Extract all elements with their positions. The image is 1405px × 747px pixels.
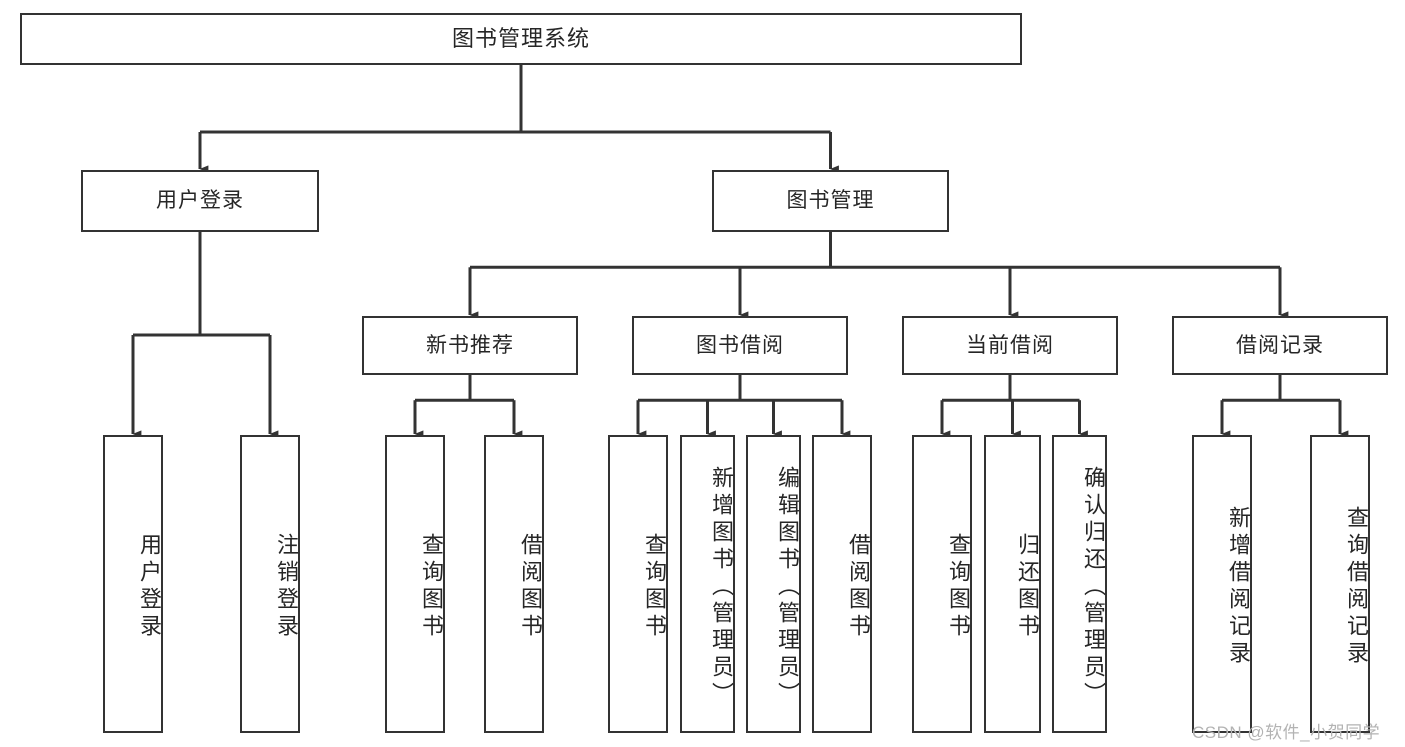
node-book-borrow[interactable]: 图书借阅 xyxy=(632,316,848,375)
node-leaf-borrow-book-1-label: 借阅图书 xyxy=(518,533,543,641)
node-leaf-query-book-3[interactable]: 查询图书 xyxy=(912,435,972,733)
node-book-manage[interactable]: 图书管理 xyxy=(712,170,949,232)
node-leaf-borrow-book-2[interactable]: 借阅图书 xyxy=(812,435,872,733)
node-leaf-borrow-book-2-label: 借阅图书 xyxy=(846,533,871,641)
node-borrow-record-label: 借阅记录 xyxy=(1236,333,1324,357)
node-book-borrow-label: 图书借阅 xyxy=(696,333,784,357)
node-leaf-query-book-2-label: 查询图书 xyxy=(642,533,667,641)
node-user-login-label: 用户登录 xyxy=(156,189,244,213)
node-new-book-recommend[interactable]: 新书推荐 xyxy=(362,316,578,375)
node-leaf-query-record-label: 查询借阅记录 xyxy=(1344,506,1369,668)
node-book-manage-label: 图书管理 xyxy=(786,189,875,213)
node-leaf-return-book[interactable]: 归还图书 xyxy=(984,435,1041,733)
node-leaf-query-book-1[interactable]: 查询图书 xyxy=(385,435,445,733)
node-current-borrow[interactable]: 当前借阅 xyxy=(902,316,1118,375)
node-leaf-edit-book-label: 编辑图书（管理员） xyxy=(775,465,800,709)
node-leaf-borrow-book-1[interactable]: 借阅图书 xyxy=(484,435,544,733)
node-leaf-confirm-return[interactable]: 确认归还（管理员） xyxy=(1052,435,1107,733)
node-leaf-user-logout-label: 注销登录 xyxy=(274,533,299,641)
csdn-watermark: CSDN @软件_小贺同学 xyxy=(1192,723,1381,742)
node-new-book-recommend-label: 新书推荐 xyxy=(426,333,514,357)
node-leaf-add-book-label: 新增图书（管理员） xyxy=(709,465,734,709)
node-borrow-record[interactable]: 借阅记录 xyxy=(1172,316,1388,375)
node-leaf-query-record[interactable]: 查询借阅记录 xyxy=(1310,435,1370,733)
node-leaf-confirm-return-label: 确认归还（管理员） xyxy=(1081,465,1106,709)
node-leaf-return-book-label: 归还图书 xyxy=(1015,533,1040,641)
node-leaf-query-book-2[interactable]: 查询图书 xyxy=(608,435,668,733)
node-leaf-edit-book[interactable]: 编辑图书（管理员） xyxy=(746,435,801,733)
node-leaf-user-login-label: 用户登录 xyxy=(137,533,162,641)
node-leaf-add-record-label: 新增借阅记录 xyxy=(1226,506,1251,668)
node-leaf-user-logout[interactable]: 注销登录 xyxy=(240,435,300,733)
node-leaf-user-login[interactable]: 用户登录 xyxy=(103,435,163,733)
node-leaf-query-book-1-label: 查询图书 xyxy=(419,533,444,641)
node-leaf-query-book-3-label: 查询图书 xyxy=(946,533,971,641)
node-root-label: 图书管理系统 xyxy=(451,25,590,51)
node-user-login[interactable]: 用户登录 xyxy=(81,170,319,232)
node-current-borrow-label: 当前借阅 xyxy=(966,333,1054,357)
node-leaf-add-record[interactable]: 新增借阅记录 xyxy=(1192,435,1252,733)
node-root[interactable]: 图书管理系统 xyxy=(20,13,1022,65)
node-leaf-add-book[interactable]: 新增图书（管理员） xyxy=(680,435,735,733)
